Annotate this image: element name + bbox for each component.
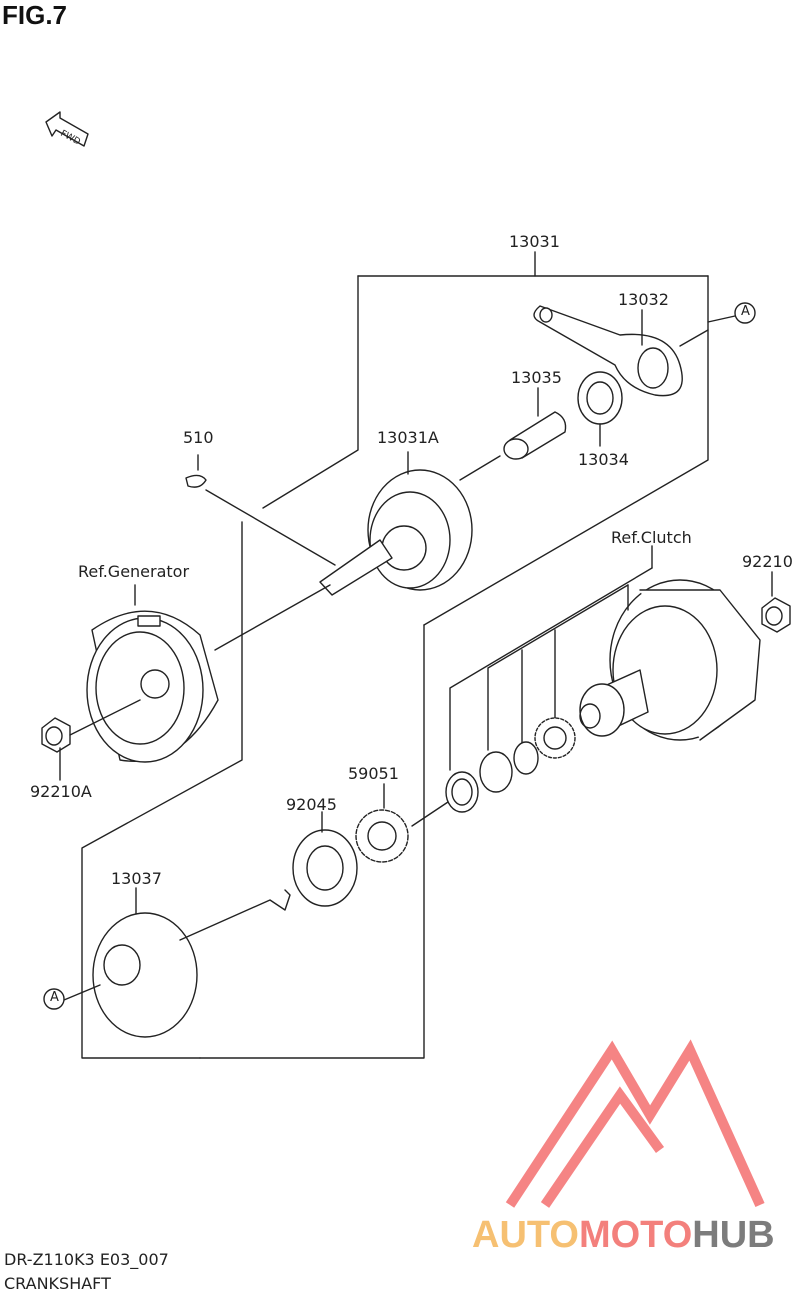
callout-13037: 13037	[111, 869, 162, 888]
reference-circle-a-top	[734, 302, 756, 324]
crank-pin	[459, 387, 567, 481]
callout-13031A: 13031A	[377, 428, 439, 447]
watermark-logo-mark	[505, 1039, 765, 1208]
callout-92210A: 92210A	[30, 782, 92, 801]
callout-92210: 92210	[742, 552, 793, 571]
spacer-ring	[411, 771, 479, 827]
circlip	[479, 751, 513, 793]
watermark-wordmark: AUTOMOTOHUB	[472, 1214, 775, 1257]
callout-13032: 13032	[618, 290, 669, 309]
needle-bearing	[577, 371, 623, 447]
nut-92210A	[41, 699, 141, 781]
callout-ref-generator: Ref.Generator	[78, 562, 190, 581]
footer-model: DR-Z110K3 E03_007	[4, 1250, 169, 1269]
crankshaft-half-13031A	[319, 451, 473, 596]
callout-13031: 13031	[509, 232, 560, 251]
footer-section: CRANKSHAFT	[4, 1274, 111, 1293]
figure-title: FIG.7	[2, 0, 68, 30]
washer-ring	[513, 741, 539, 775]
watermark-word-moto: MOTO	[578, 1214, 693, 1256]
connecting-rod	[533, 305, 683, 397]
nut-92210	[761, 571, 791, 633]
gear-small	[534, 717, 576, 759]
watermark-word-hub: HUB	[692, 1214, 775, 1256]
clutch-assembly	[449, 545, 761, 771]
callout-13035: 13035	[511, 368, 562, 387]
callout-a-bottom: A	[50, 990, 59, 1005]
assembly-bracket-13031	[81, 251, 709, 1059]
callout-ref-clutch: Ref.Clutch	[611, 528, 692, 547]
watermark-word-auto: AUTO	[472, 1214, 579, 1256]
callout-510: 510	[183, 428, 214, 447]
callout-92045: 92045	[286, 795, 337, 814]
reference-circle-a-bottom	[43, 988, 65, 1010]
generator-rotor	[86, 584, 331, 763]
fwd-arrow-icon: FWD	[45, 111, 89, 148]
callout-13034: 13034	[578, 450, 629, 469]
callout-a-top: A	[741, 304, 750, 319]
crankshaft-half-13037	[63, 887, 291, 1038]
primary-drive-gear	[355, 783, 409, 863]
woodruff-key	[185, 454, 336, 566]
callout-59051: 59051	[348, 764, 399, 783]
ball-bearing-92045	[292, 811, 358, 907]
